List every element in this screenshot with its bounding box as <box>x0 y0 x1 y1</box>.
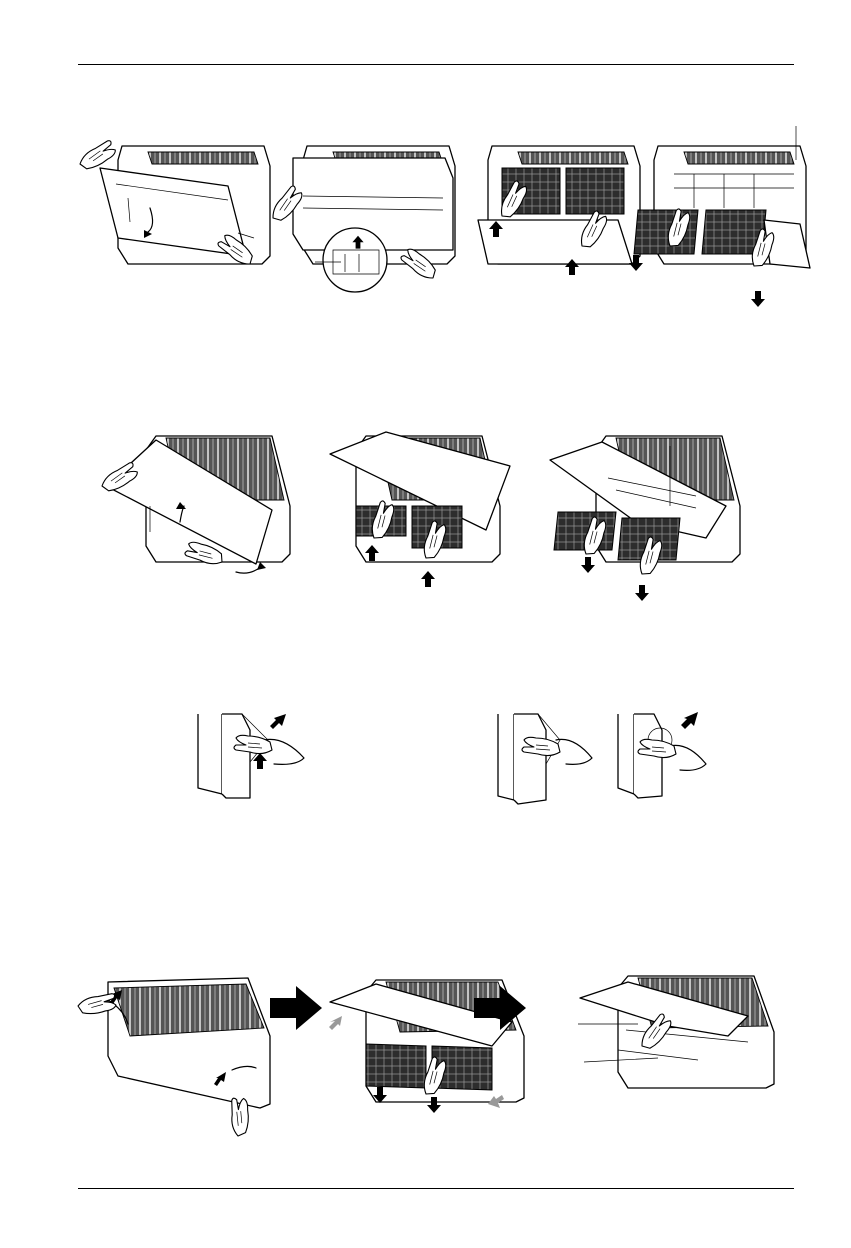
next-arrow-1 <box>270 986 322 1030</box>
row2-step3-unit <box>550 436 740 601</box>
header-rule <box>78 64 794 65</box>
row1-step2-unit <box>270 146 455 292</box>
row2-step2-unit <box>330 432 510 587</box>
figure-row-3 <box>190 700 730 820</box>
figure-row-4 <box>78 966 798 1146</box>
row1-step1-unit <box>78 137 270 267</box>
row1-step4-unit <box>629 126 810 307</box>
row2-step1-unit <box>100 436 290 573</box>
figure-row-2 <box>96 426 756 616</box>
row3-detail-3 <box>618 712 706 798</box>
row4-step3-unit <box>578 976 774 1088</box>
row1-step3-unit <box>478 146 640 275</box>
footer-rule <box>78 1188 794 1189</box>
figure-row-1 <box>78 128 798 318</box>
row3-detail-2 <box>498 714 592 804</box>
row3-detail-1 <box>198 714 304 798</box>
row4-step1-unit <box>77 978 270 1137</box>
